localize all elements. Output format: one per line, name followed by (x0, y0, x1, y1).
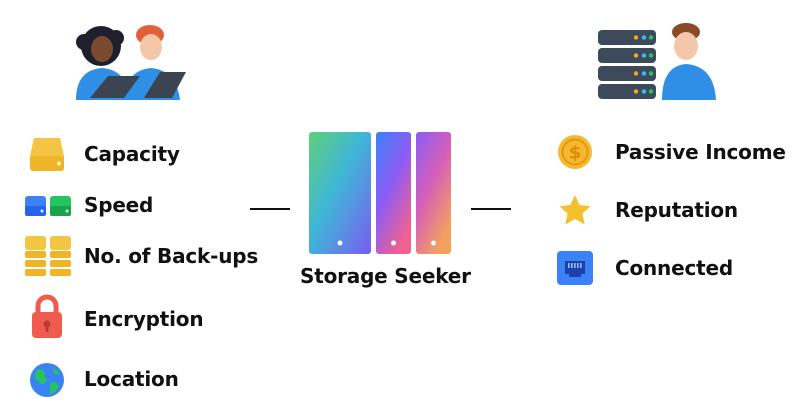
connector-right (471, 208, 511, 210)
star-icon (559, 195, 591, 225)
feature-label-capacity: Capacity (84, 142, 180, 166)
server-provider-icon (598, 23, 716, 100)
feature-label-speed: Speed (84, 193, 154, 217)
feature-label-backups: No. of Back-ups (84, 244, 259, 268)
server-tower-icon (309, 132, 451, 254)
feature-label-connected: Connected (615, 256, 733, 280)
connector-left (250, 208, 290, 210)
ethernet-port-icon (557, 251, 593, 285)
center-title: Storage Seeker (300, 264, 471, 288)
stacked-drives-icon (25, 236, 71, 276)
feature-label-reputation: Reputation (615, 198, 738, 222)
globe-icon (30, 363, 64, 397)
drives-icon (25, 196, 71, 216)
lock-icon (32, 294, 62, 338)
feature-label-location: Location (84, 367, 179, 391)
svg-text:$: $ (569, 143, 582, 164)
users-with-laptops-icon (76, 25, 186, 100)
feature-label-encryption: Encryption (84, 307, 204, 331)
feature-label-passive-income: Passive Income (615, 140, 786, 164)
hard-drive-icon (30, 138, 64, 171)
dollar-coin-icon: $ (558, 135, 592, 169)
